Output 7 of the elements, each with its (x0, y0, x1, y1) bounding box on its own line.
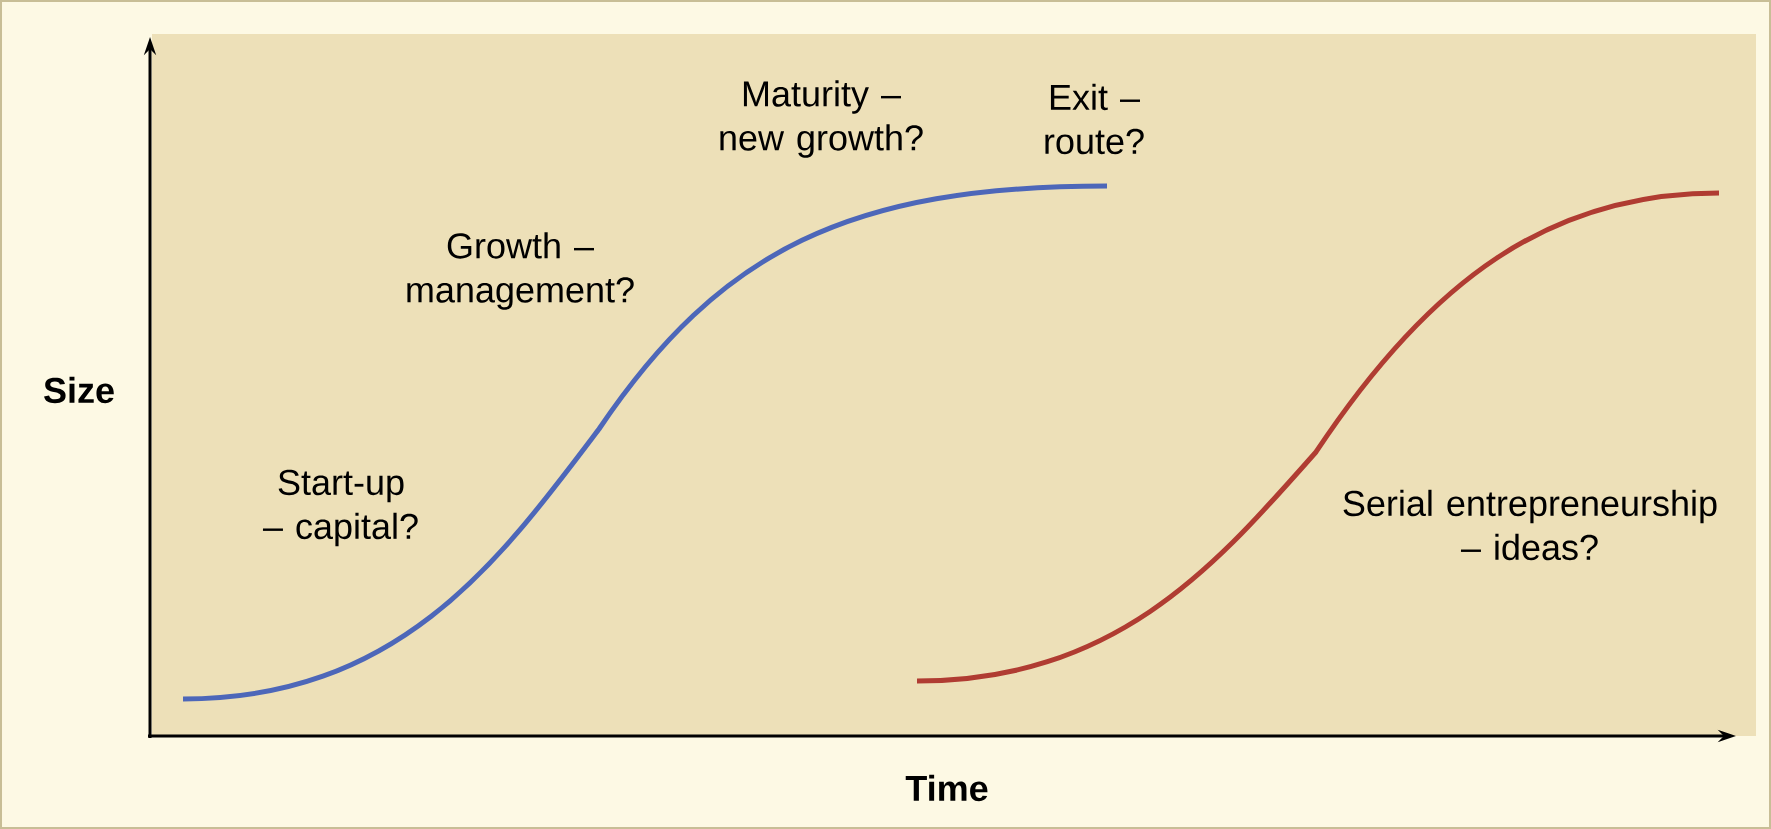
stage-label: Start-up – capital? (262, 469, 418, 547)
stage-label: Growth – management? (407, 232, 634, 310)
stage-label: Maturity – new growth? (720, 80, 923, 158)
stage-label: Exit – route? (1045, 83, 1144, 155)
axis-label: Time (905, 774, 988, 802)
stage-label: Serial entrepreneurship – ideas? (1343, 489, 1717, 561)
axis-label: Size (44, 376, 114, 404)
